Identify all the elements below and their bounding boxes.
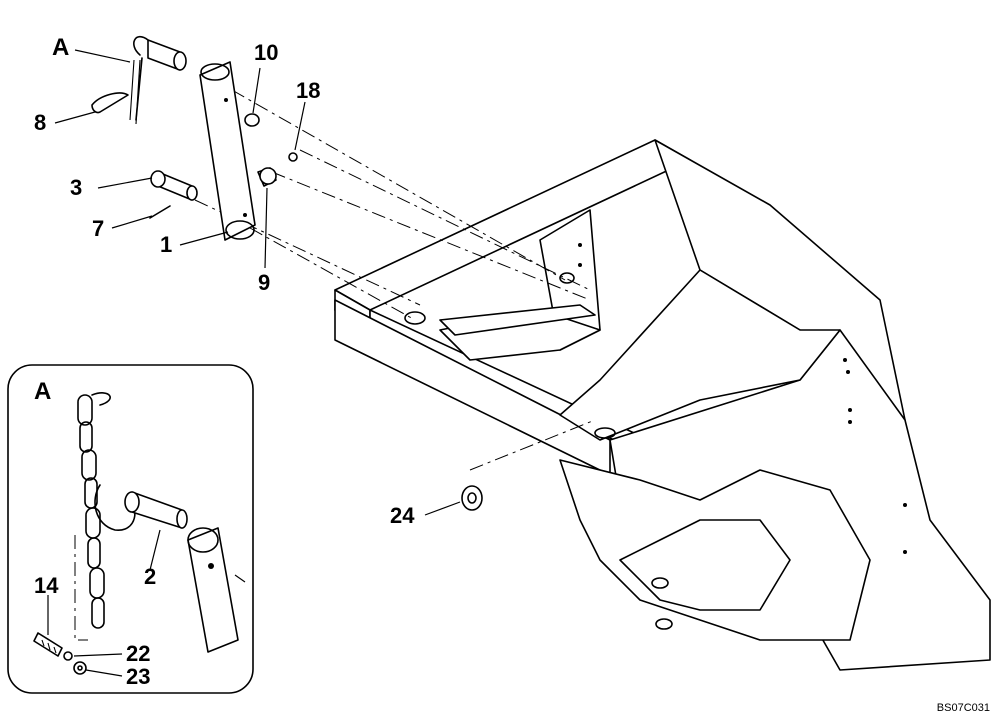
pin-3-part bbox=[150, 170, 198, 201]
callout-24: 24 bbox=[390, 503, 415, 528]
grease-fitting-9-part bbox=[257, 167, 277, 187]
detail-pin-2 bbox=[94, 484, 188, 531]
nut-18-part bbox=[288, 152, 298, 162]
plug-10-part bbox=[244, 113, 260, 127]
callout-14: 14 bbox=[34, 573, 59, 598]
callout-3: 3 bbox=[70, 175, 83, 200]
assembly-lines bbox=[194, 89, 596, 471]
detail-link-end bbox=[187, 527, 246, 653]
detail-lockwasher-22 bbox=[63, 651, 73, 661]
callout-23: 23 bbox=[126, 664, 151, 689]
callout-9: 9 bbox=[258, 270, 271, 295]
washer-24-part bbox=[461, 485, 483, 511]
link-bar-part bbox=[199, 61, 256, 241]
callout-1: 1 bbox=[160, 232, 173, 257]
detail-washer-23 bbox=[73, 661, 87, 675]
detail-a-letter: A bbox=[34, 378, 52, 405]
callout-10: 10 bbox=[254, 40, 279, 65]
callout-18: 18 bbox=[296, 78, 321, 103]
figure-code: BS07C031 bbox=[936, 702, 990, 714]
callout-22: 22 bbox=[126, 641, 151, 666]
callout-8: 8 bbox=[34, 110, 47, 135]
detail-chain bbox=[77, 392, 111, 629]
hair-pin-clip-part bbox=[91, 92, 129, 114]
cotter-7-part bbox=[149, 205, 171, 219]
callout-7: 7 bbox=[92, 216, 105, 241]
detail-bolt-14 bbox=[33, 632, 63, 657]
frame-assembly bbox=[334, 139, 991, 671]
callout-a-main: A bbox=[52, 34, 70, 61]
pin-with-chain-part bbox=[129, 35, 187, 125]
detail-a-box bbox=[7, 364, 254, 694]
callout-2: 2 bbox=[144, 564, 157, 589]
leader-lines bbox=[54, 49, 461, 516]
